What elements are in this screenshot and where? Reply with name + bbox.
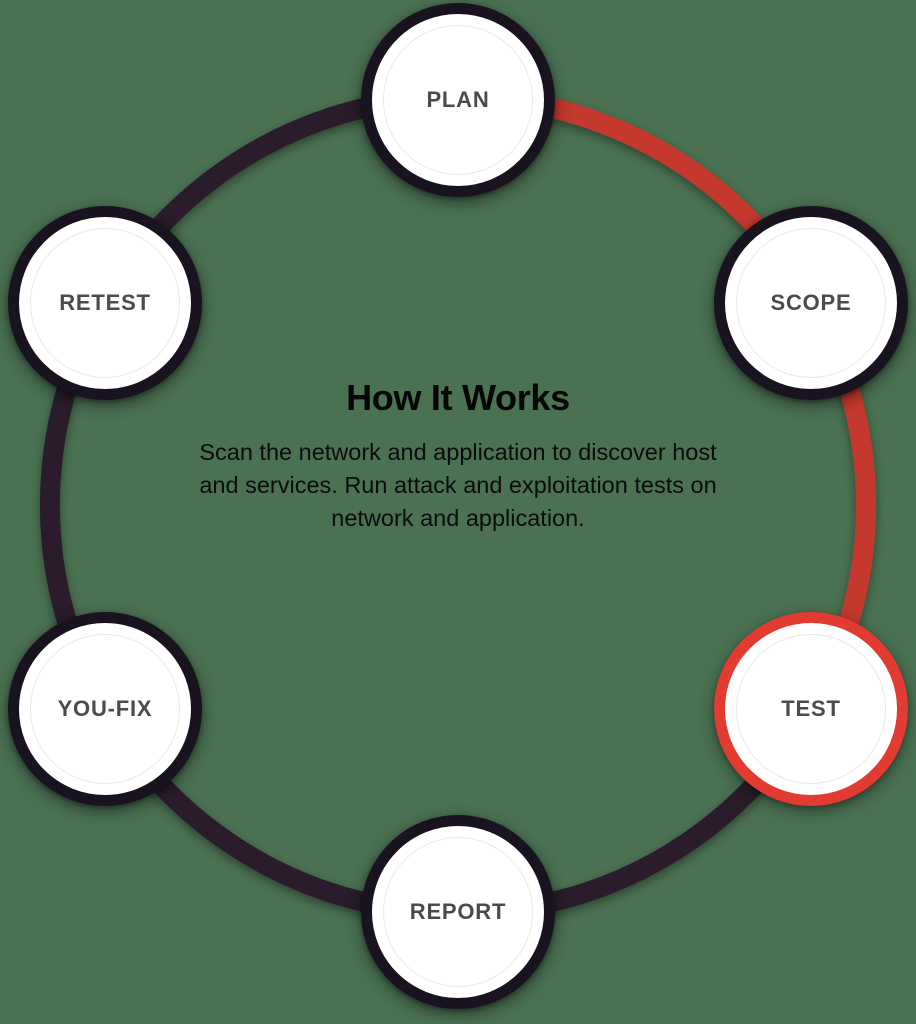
cycle-node-retest[interactable]: RETEST <box>8 206 202 400</box>
cycle-node-label-you-fix: YOU-FIX <box>57 696 153 721</box>
cycle-node-report[interactable]: REPORT <box>361 815 555 1009</box>
cycle-node-label-report: REPORT <box>409 899 507 924</box>
cycle-node-plan[interactable]: PLAN <box>361 3 555 197</box>
cycle-node-label-retest: RETEST <box>59 290 151 315</box>
cycle-node-scope[interactable]: SCOPE <box>714 206 908 400</box>
cycle-node-label-plan: PLAN <box>426 87 490 112</box>
cycle-node-you-fix[interactable]: YOU-FIX <box>8 612 202 806</box>
cycle-node-test[interactable]: TEST <box>714 612 908 806</box>
cycle-node-label-test: TEST <box>781 696 841 721</box>
cycle-node-label-scope: SCOPE <box>770 290 852 315</box>
